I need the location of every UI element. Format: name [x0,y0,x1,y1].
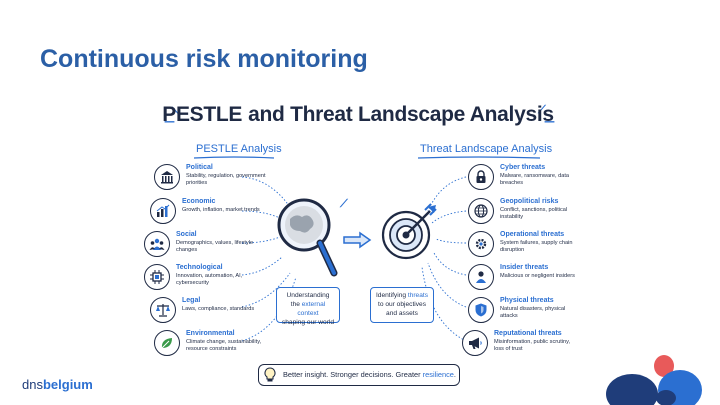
scales-icon [150,297,176,323]
banner-end: . [453,370,456,379]
threat-item-desc: Malware, ransomware, data breaches [500,173,570,186]
pestle-heading-underline [194,156,274,159]
threats-identify-line2: to our objectives [377,301,426,308]
threats-identify-line3: and assets [386,310,418,317]
spark-icon: — [544,115,555,128]
pestle-item-political: Political Stability, regulation, governm… [154,164,304,196]
leaf-icon [154,330,180,356]
megaphone-icon [462,330,488,356]
pestle-item-desc: Climate change, sustainability, resource… [186,339,262,352]
spark-icon: ⟋ [538,103,546,116]
threat-item-reputational: Reputational threats Misinformation, pub… [462,330,612,362]
infographic-title-pestle: PESTLE [162,103,243,126]
magnifying-glass-icon [277,198,338,277]
blob-navy-small [656,390,676,405]
external-context-line1: Understanding [286,292,330,299]
external-context-box: Understanding the external context shapi… [276,287,340,326]
threat-item-insider: Insider threats Malicious or negligent i… [468,264,618,296]
threat-item-name: Physical threats [500,297,554,304]
threats-identify-box: Identifying threats to our objectives an… [370,287,434,323]
pestle-item-environmental: Environmental Climate change, sustainabi… [154,330,304,362]
pestle-item-name: Technological [176,264,223,271]
pestle-item-name: Social [176,231,197,238]
threat-item-physical: Physical threats Natural disasters, phys… [468,297,618,329]
slide-title: Continuous risk monitoring [40,45,368,73]
spark-icon: — [164,115,175,128]
people-icon [144,231,170,257]
blob-red [654,355,674,377]
threats-identify-line1: Identifying threats [375,291,429,300]
pestle-item-desc: Innovation, automation, AI, cybersecurit… [176,273,243,286]
capitol-icon [154,164,180,190]
threat-item-desc: Natural disasters, physical attacks [500,306,566,319]
pestle-item-social: Social Demographics, values, lifestyle c… [144,231,294,263]
pestle-item-desc: Stability, regulation, government priori… [186,173,266,186]
threat-item-desc: Misinformation, public scrutiny, loss of… [494,339,571,352]
target-icon [381,203,437,260]
threat-heading-underline [418,156,540,159]
threat-item-name: Cyber threats [500,164,546,171]
threat-item-name: Reputational threats [494,330,562,337]
threat-item-name: Operational threats [500,231,565,238]
lock-icon [468,164,494,190]
threat-heading: Threat Landscape Analysis [420,143,553,155]
chip-icon [144,264,170,290]
infographic-title-rest: and Threat Landscape Analysis [248,103,554,126]
threat-item-name: Insider threats [500,264,549,271]
pestle-item-name: Political [186,164,213,171]
bar-chart-icon [150,198,176,224]
threats-identify-highlight: threats [407,292,429,299]
threat-item-desc: Malicious or negligent insiders [500,273,575,279]
gear-icon [468,231,494,257]
pestle-item-name: Legal [182,297,201,304]
pestle-item-desc: Demographics, values, lifestyle changes [176,240,254,253]
pestle-item-legal: Legal Laws, compliance, standards [150,297,300,329]
resilience-banner: Better insight. Stronger decisions. Grea… [258,364,460,386]
logo-part-belgium: belgium [42,377,93,392]
threat-item-name: Geopolitical risks [500,198,559,205]
spark-icon: ⟋ [340,197,348,210]
shield-icon [468,297,494,323]
pestle-item-economic: Economic Growth, inflation, market trend… [150,198,300,230]
person-icon [468,264,494,290]
banner-highlight: resilience [422,370,454,379]
pestle-item-desc: Laws, compliance, standards [182,306,255,312]
threat-item-cyber: Cyber threats Malware, ransomware, data … [468,164,618,196]
external-context-pre: the [290,301,302,308]
pestle-heading: PESTLE Analysis [196,143,282,155]
pestle-item-name: Economic [182,198,216,205]
blob-navy [606,374,658,405]
external-context-highlight: external context [297,301,326,317]
dns-belgium-logo: dnsbelgium [22,377,93,392]
threat-item-operational: Operational threats System failures, sup… [468,231,618,263]
pestle-item-desc: Growth, inflation, market trends [182,207,260,213]
spark-icon: ⟍ [172,105,180,118]
threats-identify-pre: Identifying [375,292,408,299]
lightbulb-icon [264,367,276,382]
logo-part-dns: dns [22,377,43,392]
banner-text: Better insight. Stronger decisions. Grea… [283,370,423,379]
threat-item-geopolitical: Geopolitical risks Conflict, sanctions, … [468,198,618,230]
external-context-line2: the external context [281,300,335,318]
threat-item-desc: Conflict, sanctions, political instabili… [500,207,568,220]
decorative-blobs [606,355,702,405]
globe-icon [468,198,494,224]
pestle-item-name: Environmental [186,330,235,337]
pestle-item-technological: Technological Innovation, automation, AI… [144,264,294,296]
threat-item-desc: System failures, supply chain disruption [500,240,573,253]
external-context-line3: shaping our world [281,319,335,326]
arrow-right-icon [343,231,372,249]
